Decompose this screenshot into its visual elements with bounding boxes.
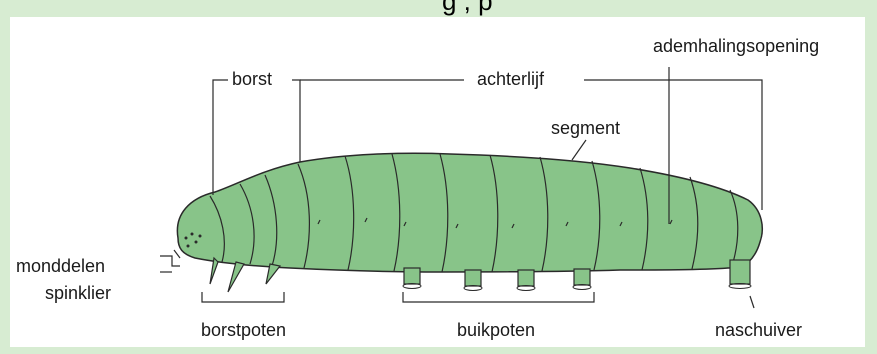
label-borst: borst xyxy=(229,69,275,89)
body-outline xyxy=(177,153,762,272)
label-monddelen: monddelen xyxy=(13,256,108,276)
segment-leader xyxy=(572,140,586,160)
borstpoten-bracket xyxy=(202,292,284,302)
buikpoten-bracket xyxy=(403,292,594,302)
proleg xyxy=(465,270,481,286)
achterlijf-left-leader xyxy=(292,80,300,162)
proleg xyxy=(518,270,534,286)
borst-leader xyxy=(213,80,228,195)
monddelen-leader xyxy=(160,256,180,266)
label-spinklier: spinklier xyxy=(42,283,114,303)
label-segment: segment xyxy=(548,118,623,138)
caterpillar-body xyxy=(177,153,762,272)
thoracic-leg xyxy=(228,262,244,292)
label-buikpoten: buikpoten xyxy=(454,320,538,340)
thoracic-leg xyxy=(210,258,218,284)
label-achterlijf: achterlijf xyxy=(474,69,547,89)
label-borstpoten: borstpoten xyxy=(198,320,289,340)
anal-proleg xyxy=(729,260,751,289)
label-naschuiver: naschuiver xyxy=(712,320,805,340)
proleg xyxy=(404,268,420,284)
naschuiver-leader xyxy=(750,296,754,308)
label-ademhalingsopening: ademhalingsopening xyxy=(650,36,822,56)
proleg xyxy=(574,269,590,285)
proleg-feet xyxy=(403,284,591,291)
